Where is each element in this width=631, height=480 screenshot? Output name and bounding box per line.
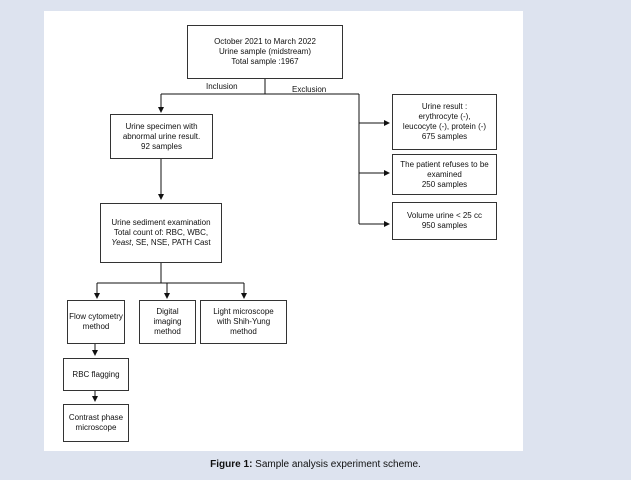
light-microscope-box: Light microscope with Shih-Yung method: [200, 300, 287, 344]
excl-normal-line: Urine result :: [421, 102, 468, 111]
source-line: Urine sample (midstream): [218, 47, 312, 56]
exclusion-refuse-box: The patient refuses to be examined 250 s…: [392, 154, 497, 195]
excl-normal-line: erythrocyte (-),: [418, 112, 471, 121]
excl-normal-line: leucocyte (-), protein (-): [402, 122, 487, 131]
inclusion-label: Inclusion: [206, 82, 238, 91]
digital-line: imaging: [153, 317, 182, 326]
abnormal-line: Urine specimen with: [125, 121, 198, 131]
contrast-line: microscope: [75, 423, 117, 432]
figure-caption: Figure 1: Sample analysis experiment sch…: [0, 459, 631, 470]
light-line: Light microscope: [213, 307, 274, 316]
excl-refuse-line: 250 samples: [421, 179, 468, 189]
excl-normal-line: 675 samples: [421, 132, 468, 141]
light-line: method: [230, 327, 257, 336]
digital-line: Digital: [156, 307, 179, 316]
excl-volume-line: 950 samples: [421, 221, 468, 230]
contrast-line: Contrast phase: [68, 413, 124, 422]
flowchart-connectors: [92, 79, 390, 402]
digital-line: method: [154, 327, 181, 336]
rbc-flag-line: RBC flagging: [72, 369, 120, 379]
exclusion-normal-box: Urine result : erythrocyte (-), leucocyt…: [392, 94, 497, 150]
abnormal-line: abnormal urine result.: [122, 131, 201, 141]
sediment-line-yeast: Yeast, SE, NSE, PATH Cast: [111, 238, 211, 247]
digital-imaging-box: Digital imaging method: [139, 300, 196, 344]
rbc-flagging-box: RBC flagging: [63, 358, 129, 391]
light-line: with Shih-Yung: [216, 317, 271, 326]
abnormal-result-box: Urine specimen with abnormal urine resul…: [110, 114, 213, 159]
sediment-line: Urine sediment examination: [111, 218, 211, 227]
diagram-panel: Inclusion Exclusion October 2021 to Marc…: [44, 11, 523, 451]
abnormal-line: 92 samples: [141, 141, 182, 151]
yeast-italic: Yeast: [111, 238, 132, 247]
source-line: October 2021 to March 2022: [214, 37, 316, 46]
caption-prefix: Figure 1:: [210, 459, 253, 470]
contrast-phase-box: Contrast phase microscope: [63, 404, 129, 442]
sediment-line: Total count of: RBC, WBC,: [113, 228, 209, 237]
source-box: October 2021 to March 2022 Urine sample …: [187, 25, 343, 79]
flow-line: Flow cytometry: [69, 312, 123, 321]
caption-text: Sample analysis experiment scheme.: [252, 459, 421, 470]
sediment-exam-box: Urine sediment examination Total count o…: [100, 203, 222, 263]
source-line: Total sample :1967: [231, 57, 299, 66]
flow-line: method: [82, 322, 110, 331]
exclusion-label: Exclusion: [292, 85, 327, 94]
excl-refuse-line: examined: [427, 169, 462, 179]
excl-refuse-line: The patient refuses to be: [400, 159, 489, 169]
exclusion-volume-box: Volume urine < 25 cc 950 samples: [392, 202, 497, 240]
excl-volume-line: Volume urine < 25 cc: [407, 211, 482, 220]
flow-cytometry-box: Flow cytometry method: [67, 300, 125, 344]
